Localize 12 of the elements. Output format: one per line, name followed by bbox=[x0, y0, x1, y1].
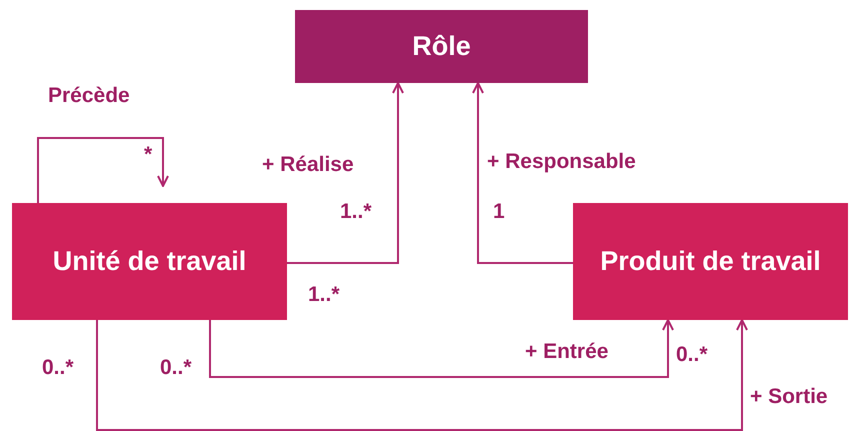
class-name: Rôle bbox=[412, 31, 471, 62]
connector-arrow bbox=[287, 82, 404, 264]
class-name: Produit de travail bbox=[600, 246, 821, 277]
connector-arrow bbox=[96, 319, 748, 431]
association-label: + Responsable bbox=[487, 150, 636, 174]
class-box bbox=[573, 203, 848, 320]
class-box bbox=[12, 203, 287, 320]
class-name: Unité de travail bbox=[52, 246, 246, 277]
class-box bbox=[295, 10, 588, 83]
connector-arrow bbox=[37, 137, 169, 203]
connector-arrow bbox=[472, 82, 573, 264]
connector-arrow bbox=[209, 319, 674, 378]
